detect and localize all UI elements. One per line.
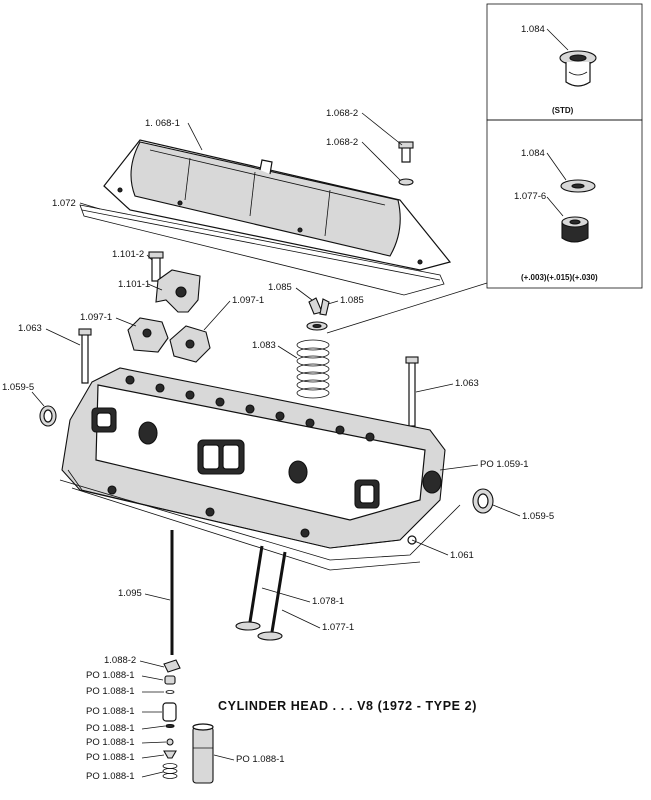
- label-1-078-1: 1.078-1: [312, 596, 344, 607]
- label-1-072: 1.072: [52, 198, 76, 209]
- leader-1-061: [411, 539, 449, 556]
- leader-1-097-1-a: [115, 317, 137, 327]
- leader-1-097-1-b: [203, 300, 231, 331]
- valve-keepers-illustration: [306, 297, 330, 331]
- label-1-101-2: 1.101-2: [112, 249, 144, 260]
- exhaust-valve-illustration: [257, 551, 287, 641]
- label-po-1-088-1-7: PO 1.088-1: [86, 771, 135, 782]
- leader-1-063-a: [45, 328, 81, 346]
- label-1-077-1: 1.077-1: [322, 622, 354, 633]
- label-1-088-2: 1.088-2: [104, 655, 136, 666]
- leader-1-077-1: [281, 609, 321, 629]
- expansion-plug-right-illustration: [472, 488, 494, 514]
- label-1-068-1: 1. 068-1: [145, 118, 180, 129]
- valve-seal-oversize-illustration: [560, 179, 596, 243]
- leader-1-077-6: [546, 196, 564, 217]
- cylinder-head-illustration: [59, 367, 461, 571]
- label-1-101-1: 1.101-1: [118, 279, 150, 290]
- label-po-1-059-1: PO 1.059-1: [480, 459, 529, 470]
- leader-1-072: [79, 202, 101, 210]
- hydraulic-lifter-illustration: [192, 723, 214, 784]
- label-1-059-5-b: 1.059-5: [522, 511, 554, 522]
- inset-box-oversize: [486, 119, 643, 289]
- label-po-1-088-1-1: PO 1.088-1: [86, 670, 135, 681]
- leader-po-1-059-1: [439, 464, 479, 471]
- leader-1-088-2: [139, 660, 165, 668]
- cover-gasket-illustration: [79, 204, 445, 296]
- head-bolt-left-illustration: [78, 328, 92, 384]
- lifter-parts-illustration: [162, 659, 181, 779]
- label-po-1-088-1-5: PO 1.088-1: [86, 737, 135, 748]
- leader-1-068-2-a: [361, 112, 403, 146]
- label-1-085-a: 1.085: [268, 282, 292, 293]
- label-1-097-1-b: 1.097-1: [232, 295, 264, 306]
- label-1-068-2-b: 1.068-2: [326, 137, 358, 148]
- intake-valve-illustration: [235, 545, 264, 631]
- label-po-1-088-1-8: PO 1.088-1: [236, 754, 285, 765]
- label-1-095: 1.095: [118, 588, 142, 599]
- label-1-077-6: 1.077-6: [514, 191, 546, 202]
- leader-1-059-5-a: [31, 391, 45, 407]
- label-po-1-088-1-2: PO 1.088-1: [86, 686, 135, 697]
- leader-1-068-1: [187, 122, 203, 151]
- label-1-085-b: 1.085: [340, 295, 364, 306]
- rocker-stand-illustration: [155, 269, 201, 313]
- leader-1-063-b: [415, 383, 454, 393]
- leader-1-085-b: [327, 300, 339, 305]
- head-bolt-right-illustration: [405, 356, 419, 427]
- leader-1-084-oversize: [546, 152, 567, 181]
- caption-oversize: (+.003)(+.015)(+.030): [521, 273, 598, 282]
- leader-1-083: [277, 345, 298, 359]
- cover-bolt-illustration: [398, 141, 414, 186]
- leader-1-095: [144, 593, 171, 601]
- label-1-063-b: 1.063: [455, 378, 479, 389]
- rocker-bolt-illustration: [148, 251, 164, 282]
- expansion-plug-left-illustration: [39, 405, 57, 427]
- leader-1-085-a: [295, 287, 313, 301]
- leader-1-059-5-b: [492, 504, 521, 517]
- label-1-063-a: 1.063: [18, 323, 42, 334]
- leader-1-084-std: [546, 28, 569, 51]
- rocker-cover-illustration: [103, 139, 452, 271]
- label-po-1-088-1-4: PO 1.088-1: [86, 723, 135, 734]
- rocker-arm-right-illustration: [169, 325, 211, 363]
- valve-spring-illustration: [296, 339, 330, 399]
- diagram-title: CYLINDER HEAD . . . V8 (1972 - TYPE 2): [218, 699, 477, 713]
- leader-1-068-2-b: [361, 141, 401, 181]
- label-1-084-oversize: 1.084: [521, 148, 545, 159]
- label-1-068-2-a: 1.068-2: [326, 108, 358, 119]
- leader-1-101-1: [147, 283, 163, 291]
- label-1-084-std: 1.084: [521, 24, 545, 35]
- label-1-061: 1.061: [450, 550, 474, 561]
- label-po-1-088-1-3: PO 1.088-1: [86, 706, 135, 717]
- leader-inset-to-valve: [326, 282, 488, 334]
- valve-seal-std-illustration: [559, 50, 597, 87]
- leader-1-078-1: [261, 587, 311, 603]
- leader-1-101-2: [146, 254, 153, 261]
- rocker-arm-left-illustration: [127, 317, 169, 353]
- label-1-059-5-a: 1.059-5: [2, 382, 34, 393]
- label-1-097-1-a: 1.097-1: [80, 312, 112, 323]
- caption-std: (STD): [552, 106, 574, 115]
- label-1-083: 1.083: [252, 340, 276, 351]
- label-po-1-088-1-6: PO 1.088-1: [86, 752, 135, 763]
